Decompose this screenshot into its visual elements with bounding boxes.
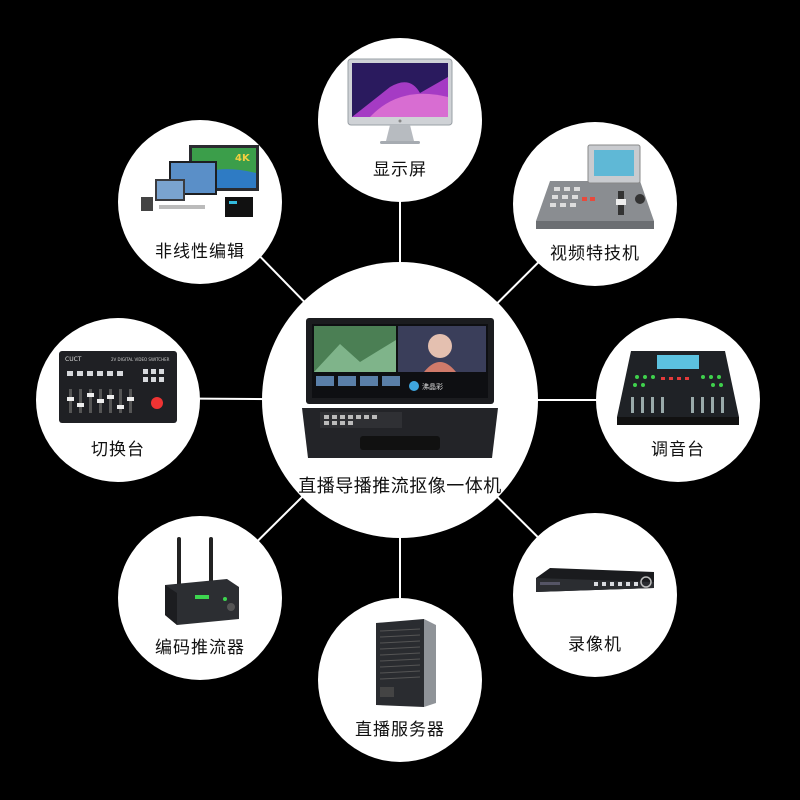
label-encoder: 编码推流器: [155, 638, 245, 658]
encoder-icon: [135, 535, 265, 627]
nle-workstation-icon: 4K: [135, 139, 265, 231]
node-audio-mixer: 调音台: [596, 318, 760, 482]
switcher-icon: CUCT 2V DIGITAL VIDEO SWITCHER: [53, 337, 183, 429]
node-switcher: CUCT 2V DIGITAL VIDEO SWITCHER 切换台: [36, 318, 200, 482]
label-nle: 非线性编辑: [155, 242, 245, 262]
label-center: 直播导播推流抠像一体机: [298, 476, 502, 497]
recorder-icon: [530, 532, 660, 624]
audio-mixer-icon: [613, 337, 743, 429]
server-tower-icon: [335, 617, 465, 709]
label-streaming-server: 直播服务器: [355, 720, 445, 740]
label-video-effects: 视频特技机: [550, 244, 640, 264]
video-effects-console-icon: [530, 141, 660, 233]
node-video-effects: 视频特技机: [513, 122, 677, 286]
label-switcher: 切换台: [91, 440, 145, 460]
node-recorder: 录像机: [513, 513, 677, 677]
switcher-brand-text: CUCT: [65, 356, 82, 363]
monitor-icon: [335, 57, 465, 149]
screen-logo-text: 沸晶彩: [422, 382, 443, 391]
switcher-model-text: 2V DIGITAL VIDEO SWITCHER: [111, 357, 170, 362]
node-nle: 4K 非线性编辑: [118, 120, 282, 284]
label-audio-mixer: 调音台: [651, 440, 705, 460]
node-encoder: 编码推流器: [118, 516, 282, 680]
4k-badge-text: 4K: [235, 153, 251, 164]
node-streaming-server: 直播服务器: [318, 598, 482, 762]
label-recorder: 录像机: [568, 635, 622, 655]
node-display: 显示屏: [318, 38, 482, 202]
all-in-one-workstation-icon: 沸晶彩: [300, 312, 500, 462]
label-display: 显示屏: [373, 160, 427, 180]
node-center-all-in-one: 沸晶彩 直播导播推流抠像一体机: [262, 262, 538, 538]
